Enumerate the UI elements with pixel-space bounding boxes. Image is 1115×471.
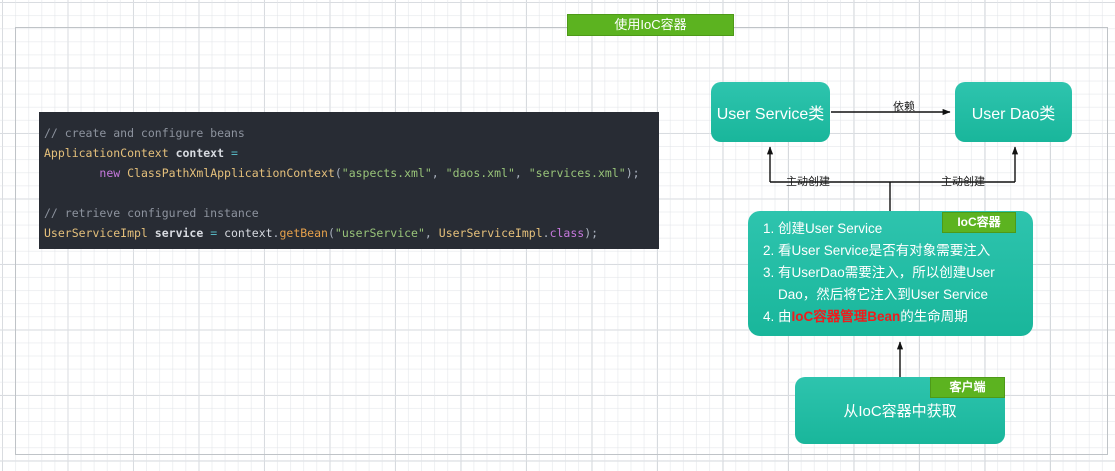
diagram-title-badge: 使用IoC容器 <box>567 14 734 36</box>
code-token: ( <box>327 226 335 240</box>
code-line <box>44 183 659 203</box>
code-token: ClassPathXmlApplicationContext <box>127 166 335 180</box>
code-line: // create and configure beans <box>44 123 659 143</box>
node-user-service[interactable]: User Service类 <box>711 82 830 142</box>
ioc-step-text: 看User Service是否有对象需要注入 <box>778 243 991 258</box>
code-token: , <box>431 166 446 180</box>
ioc-step-item: 看User Service是否有对象需要注入 <box>778 240 1025 262</box>
code-token: "services.xml" <box>528 166 626 180</box>
code-token: UserServiceImpl <box>44 226 148 240</box>
code-token: , <box>514 166 529 180</box>
ioc-step-text: 由 <box>778 309 792 324</box>
ioc-step-text: 的生命周期 <box>900 309 968 324</box>
ioc-step-item: 创建User Service <box>778 218 1025 240</box>
code-token <box>44 166 99 180</box>
code-token: context <box>175 146 225 160</box>
code-token: . <box>272 226 280 240</box>
code-token: ApplicationContext <box>44 146 169 160</box>
code-token <box>169 146 176 160</box>
code-token: "daos.xml" <box>445 166 515 180</box>
code-token: ); <box>584 226 599 240</box>
code-token: new <box>99 166 121 180</box>
code-line: UserServiceImpl service = context.getBea… <box>44 223 659 243</box>
code-token: class <box>549 226 585 240</box>
code-token <box>148 226 155 240</box>
code-line: ApplicationContext context = <box>44 143 659 163</box>
ioc-step-list: 创建User Service 看User Service是否有对象需要注入有Use… <box>748 211 1033 328</box>
edge-label-create-right: 主动创建 <box>941 176 985 188</box>
code-token <box>224 146 231 160</box>
code-token: getBean <box>279 226 328 240</box>
badge-client: 客户端 <box>930 377 1005 398</box>
code-token: // retrieve configured instance <box>44 206 259 220</box>
code-line: // retrieve configured instance <box>44 203 659 223</box>
edge-label-create-left: 主动创建 <box>786 176 830 188</box>
ioc-step-item: 由IoC容器管理Bean的生命周期 <box>778 306 1025 328</box>
code-token: UserServiceImpl <box>438 226 543 240</box>
ioc-step-text: 创建User Service <box>778 221 883 236</box>
code-token: = <box>210 226 218 240</box>
code-token: service <box>154 226 204 240</box>
code-token: ( <box>334 166 342 180</box>
code-token: context <box>224 226 273 240</box>
ioc-step-item: 有UserDao需要注入，所以创建User Dao，然后将它注入到User Se… <box>778 262 1025 306</box>
code-token: "aspects.xml" <box>341 166 432 180</box>
node-user-dao[interactable]: User Dao类 <box>955 82 1072 142</box>
code-token: . <box>542 226 550 240</box>
ioc-step-highlight: IoC容器管理Bean <box>791 309 901 324</box>
code-token: ); <box>625 166 640 180</box>
code-token: "userService" <box>334 226 425 240</box>
code-token: , <box>424 226 439 240</box>
edge-label-depend: 依赖 <box>893 101 915 113</box>
badge-ioc-container: IoC容器 <box>942 212 1016 233</box>
code-line: new ClassPathXmlApplicationContext("aspe… <box>44 163 659 183</box>
code-token: // create and configure beans <box>44 126 245 140</box>
ioc-step-text: 有UserDao需要注入，所以创建User Dao，然后将它注入到User Se… <box>778 265 995 302</box>
code-token: = <box>230 146 238 160</box>
